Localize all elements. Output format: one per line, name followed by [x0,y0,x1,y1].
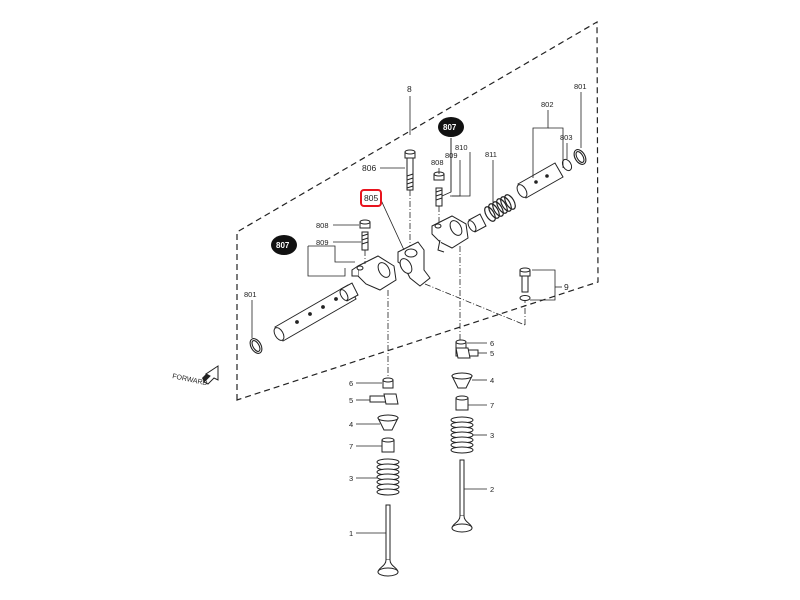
adjusting-screw-809-top [435,187,443,207]
valve-stack-right [450,339,479,533]
rocker-arm-left [351,255,397,291]
label-807-left: 807 [276,241,290,250]
valve-2-exhaust [451,459,473,533]
valve-spring-3-right [450,416,474,454]
shaft-collar-right [467,213,487,233]
label-9: 9 [564,282,569,292]
adjusting-screw-809-left [361,231,369,251]
label-7-right: 7 [490,401,494,410]
valve-stack-left [369,377,400,577]
label-6-left: 6 [349,379,353,388]
label-806: 806 [362,163,376,173]
label-5-left: 5 [349,396,353,405]
valve-1-intake [377,504,399,577]
rocker-bracket-805 [397,241,431,287]
badge-807-top [438,117,464,137]
label-3-right: 3 [490,431,494,440]
label-808-left: 808 [316,221,329,230]
forward-arrow-icon [202,365,219,385]
label-809-left: 809 [316,238,329,247]
label-810: 810 [455,143,468,152]
label-5-right: 5 [490,349,494,358]
assembly-8-boundary [236,20,599,401]
shaft-collar-left [339,282,359,302]
label-801-right: 801 [574,82,587,91]
label-2: 2 [490,485,494,494]
label-4-left: 4 [349,420,353,429]
label-801-left: 801 [244,290,257,299]
label-802: 802 [541,100,554,109]
label-3-left: 3 [349,474,353,483]
highlight-805-box [360,189,382,207]
label-809-top: 809 [445,151,458,160]
nut-808-left [359,219,371,229]
rocker-shaft-left [273,284,357,342]
label-8: 8 [407,84,412,94]
label-811: 811 [485,150,497,159]
label-807-top: 807 [443,123,457,132]
valve-spring-3-left [376,458,400,496]
leader-lines [251,92,582,534]
washer-803 [561,158,573,172]
label-6-right: 6 [490,339,494,348]
rocker-shaft-right [516,162,564,199]
bolt-9 [519,267,531,301]
label-7-left: 7 [349,442,353,451]
bolt-806 [404,149,416,191]
circlip-801-left [249,338,263,354]
label-808-top: 808 [431,158,444,167]
rocker-arm-right [431,215,469,253]
badge-807-left [271,235,297,255]
label-1: 1 [349,529,353,538]
label-803: 803 [560,133,573,142]
assembly-centerlines [364,190,526,378]
forward-label: FORWARD [172,373,208,387]
spring-811 [484,194,516,222]
label-805: 805 [364,193,378,203]
circlip-801-right [573,149,587,165]
label-4-right: 4 [490,376,494,385]
